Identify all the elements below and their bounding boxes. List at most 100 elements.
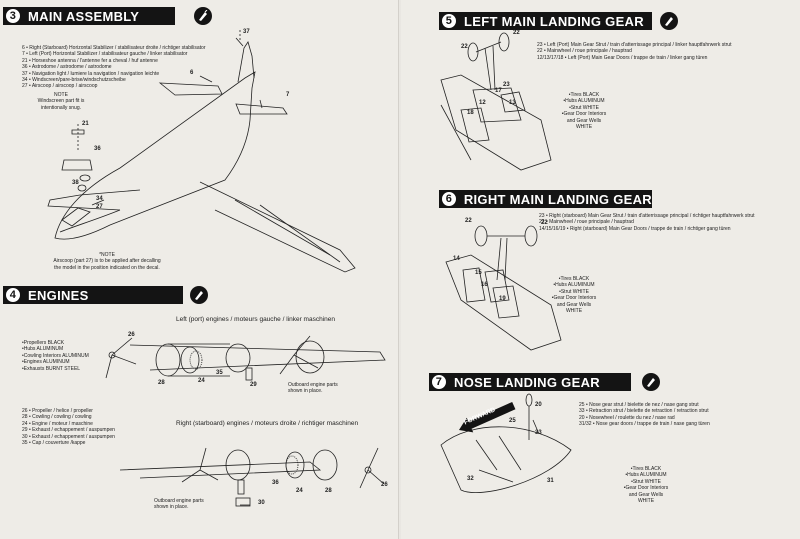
paint-line: •Strut WHITE <box>569 104 599 111</box>
callout-24: 24 <box>198 378 205 384</box>
callout-17: 17 <box>495 88 502 94</box>
callout-22: 22 <box>541 220 548 226</box>
part-line: 20 • Nosewheel / roulette du nez / nase … <box>579 414 675 421</box>
callout-6: 6 <box>190 70 194 76</box>
callout-37: 37 <box>243 29 250 35</box>
note-line: intentionally snug. <box>40 104 82 111</box>
paint-line: and Gear Wells <box>628 491 664 498</box>
part-line: 24 • Engine / moteur / maschine <box>22 420 93 427</box>
part-line: 33 • Retraction strut / bielette de retr… <box>579 408 709 415</box>
paint-line: •Cowling Interiors ALUMINUM <box>22 352 89 359</box>
outboard-note-top: Outboard engine parts shown in place. <box>288 382 338 395</box>
callout-7: 7 <box>286 92 290 98</box>
right-engines-heading: Right (starboard) engines / moteurs droi… <box>176 420 359 427</box>
paint-line: and Gear Wells <box>556 301 592 308</box>
callout-14: 14 <box>453 256 460 262</box>
paint-line: •Tires BLACK <box>630 466 662 472</box>
cement-icon <box>194 7 212 25</box>
left-page: 3 MAIN ASSEMBLY 6 • Right (Starboard) Ho… <box>0 0 399 539</box>
step-7-title: NOSE LANDING GEAR <box>454 374 600 390</box>
page-fold <box>398 0 402 539</box>
callout-13: 13 <box>509 100 516 106</box>
engine-parts-list: 26 • Propeller / helice / propeller 28 •… <box>22 408 115 446</box>
landing-gear-drawings <box>440 32 572 493</box>
part-line: 31/32 • Nose gear doors / trappe de trai… <box>579 421 710 428</box>
part-line: 29 • Exhaust / echappement / auspumpen <box>22 427 115 434</box>
callout-22: 22 <box>461 44 468 50</box>
note-heading: *NOTE <box>99 252 115 258</box>
callout-28: 28 <box>158 380 165 386</box>
windscreen-note: NOTE Windscreen part fit is intentionall… <box>30 92 92 111</box>
cement-icon <box>190 286 208 304</box>
part-line: 28 • Cowling / cowling / cowling <box>22 414 92 421</box>
note-line: shown in place. <box>288 388 323 395</box>
step-6-title: RIGHT MAIN LANDING GEAR <box>463 191 652 207</box>
note-heading: NOTE <box>54 92 68 98</box>
aircraft-assembly-drawing <box>47 30 356 273</box>
step-3-parts-list: 6 • Right (Starboard) Horizontal Stabili… <box>22 45 206 90</box>
step-4-title: ENGINES <box>28 287 89 303</box>
note-line: Airscoop (part 27) is to be applied afte… <box>53 258 161 265</box>
step-5-paint-list: •Tires BLACK •Hubs ALUMINUM •Strut WHITE… <box>549 92 619 130</box>
right-page: 5 LEFT MAIN LANDING GEAR 23 • Left (Port… <box>401 0 800 539</box>
step-3-banner: 3 MAIN ASSEMBLY <box>3 7 175 25</box>
paint-line: •Hubs ALUMINUM <box>553 282 595 289</box>
callout-31: 31 <box>547 478 554 484</box>
note-line: Windscreen part fit is <box>37 98 85 105</box>
callout-35: 35 <box>216 370 223 376</box>
part-line: 26 • Propeller / helice / propeller <box>22 408 93 414</box>
step-4-number: 4 <box>5 287 21 303</box>
part-line: 22 • Mainwheel / roue principale / haupt… <box>537 48 632 55</box>
step-7-parts-list: 25 • Nose gear strut / bielette de nez /… <box>579 402 710 428</box>
part-line: 14/15/16/19 • Right (starboard) Main Gea… <box>539 225 731 232</box>
callout-22: 22 <box>465 218 472 224</box>
step-7-number: 7 <box>431 374 447 390</box>
part-line: 35 • Cap / couverture /kappe <box>22 440 86 447</box>
step-5-banner: 5 LEFT MAIN LANDING GEAR <box>439 12 652 30</box>
outboard-note-bottom: Outboard engine parts shown in place. <box>154 498 204 511</box>
airscoop-note: *NOTE Airscoop (part 27) is to be applie… <box>22 252 192 271</box>
cement-icon <box>642 373 660 391</box>
callout-22: 22 <box>513 30 520 36</box>
paint-line: •Hubs ALUMINUM <box>563 98 605 105</box>
left-engines-heading: Left (port) engines / moteurs gauche / l… <box>176 316 335 323</box>
callout-26: 26 <box>128 332 135 338</box>
callout-26: 26 <box>381 482 388 488</box>
part-line: 21 • Horseshoe antenna / l'antenne fer a… <box>22 57 158 64</box>
callout-25: 25 <box>509 418 516 424</box>
callout-36: 36 <box>94 146 101 152</box>
callout-34: 34 <box>96 196 103 202</box>
step-7-banner: 7 NOSE LANDING GEAR <box>429 373 631 391</box>
part-line: 23 • Right (starboard) Main Gear Strut /… <box>539 213 755 219</box>
step-4-banner: 4 ENGINES <box>3 286 183 304</box>
paint-line: •Hubs ALUMINUM <box>625 472 667 479</box>
callout-29: 29 <box>250 382 257 388</box>
engine-paint-list: •Propellers BLACK •Hubs ALUMINUM •Cowlin… <box>22 340 89 372</box>
step-6-parts-list: 23 • Right (starboard) Main Gear Strut /… <box>539 213 755 232</box>
callout-18: 18 <box>467 110 474 116</box>
paint-line: •Strut WHITE <box>559 288 589 295</box>
part-line: 23 • Left (Port) Main Gear Strut / train… <box>537 42 732 48</box>
paint-line: •Strut WHITE <box>631 478 661 485</box>
paint-line: •Propellers BLACK <box>22 340 65 346</box>
paint-line: •Exhausts BURNT STEEL <box>22 365 81 372</box>
part-line: 6 • Right (Starboard) Horizontal Stabili… <box>22 45 206 51</box>
part-line: 36 • Astrodome / astrodome / astrodome <box>22 64 112 71</box>
step-3-number: 3 <box>5 8 21 24</box>
step-6-number: 6 <box>441 191 457 207</box>
part-line: 37 • Navigation light / lumiere la navig… <box>22 70 160 77</box>
step-5-number: 5 <box>441 13 457 29</box>
note-line: Outboard engine parts <box>288 382 338 388</box>
step-5-parts-list: 23 • Left (Port) Main Gear Strut / train… <box>537 42 731 61</box>
part-line: 27 • Airscoop / airscoop / airscoop <box>22 83 98 90</box>
step-7-paint-list: •Tires BLACK •Hubs ALUMINUM •Strut WHITE… <box>611 466 681 504</box>
cement-icon <box>660 12 678 30</box>
step-3-title: MAIN ASSEMBLY <box>28 8 140 24</box>
callout-27: 27 <box>96 204 103 210</box>
part-line: 34 • Windscreen/pare-brise/windschutzsch… <box>22 77 126 84</box>
paint-line: •Gear Door Interiors <box>551 295 597 302</box>
paint-line: •Tires BLACK <box>568 92 600 98</box>
paint-line: •Hubs ALUMINUM <box>22 346 64 353</box>
paint-line: and Gear Wells <box>566 117 602 124</box>
paint-line: WHITE <box>637 498 655 505</box>
